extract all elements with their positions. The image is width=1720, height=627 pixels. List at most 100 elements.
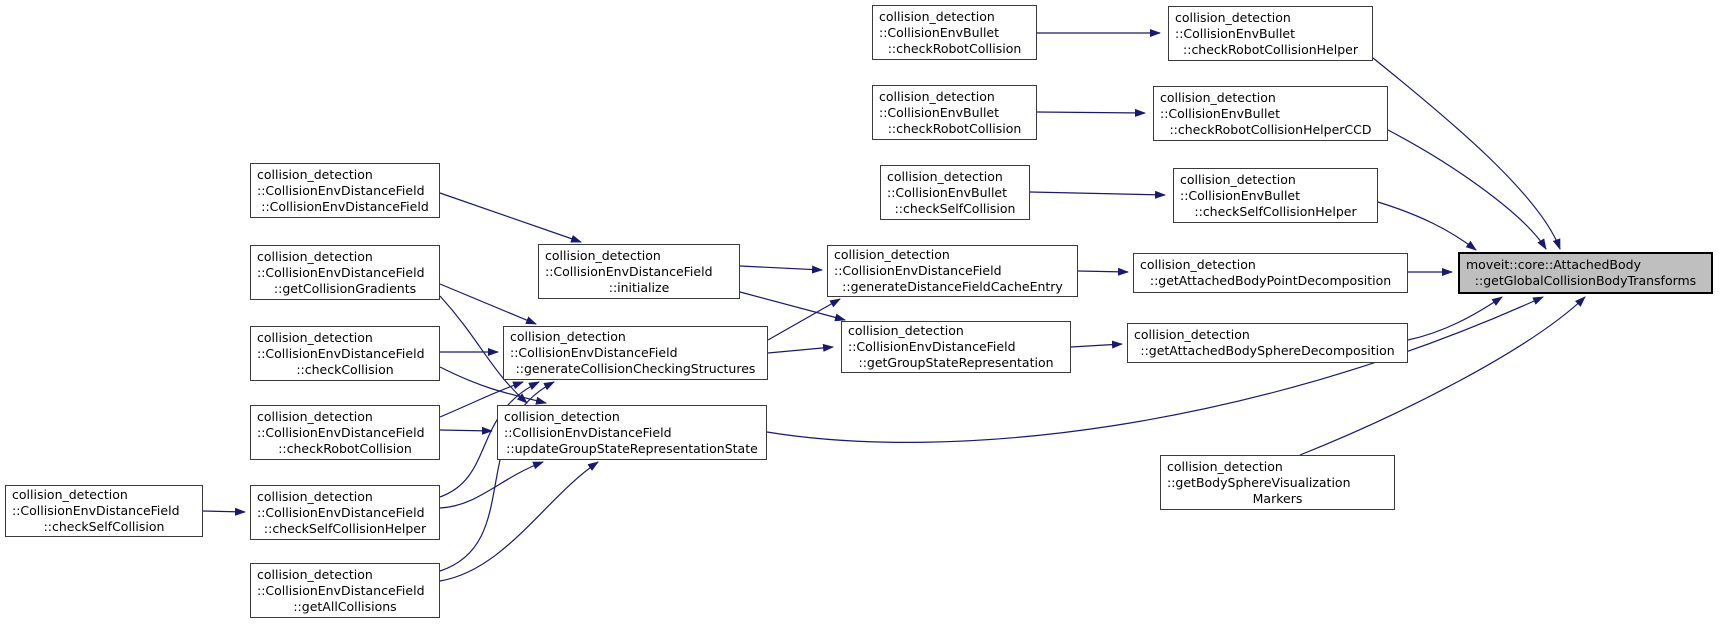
edge-getBodySphereVisualizationMarkers-to-getGlobalCollisionBodyTransforms	[1299, 296, 1586, 456]
node-label-line: collision_detection	[1167, 458, 1283, 474]
graph-node-df-checkRobotCollision[interactable]: collision_detection::CollisionEnvDistanc…	[250, 405, 440, 460]
node-label-line: ::checkSelfCollision	[894, 200, 1016, 216]
node-label-line: ::CollisionEnvBullet	[1175, 25, 1296, 41]
edge-bullet-checkRobotCollisionHelper-to-getGlobalCollisionBodyTransforms	[1372, 57, 1561, 250]
node-label-line: collision_detection	[1160, 89, 1276, 105]
graph-node-df-initialize[interactable]: collision_detection::CollisionEnvDistanc…	[538, 244, 740, 299]
node-label-line: ::CollisionEnvDistanceField	[257, 264, 425, 280]
graph-node-df-updateGroupStateRepresentationState[interactable]: collision_detection::CollisionEnvDistanc…	[497, 405, 767, 460]
node-label-line: ::checkRobotCollision	[278, 440, 412, 456]
node-label-line: ::CollisionEnvDistanceField	[848, 339, 1016, 354]
graph-node-getAttachedBodySphereDecomposition[interactable]: collision_detection::getAttachedBodySphe…	[1127, 323, 1408, 363]
node-label-line: collision_detection	[257, 329, 373, 345]
node-label-line: ::getCollisionGradients	[273, 280, 417, 296]
node-label-line: ::checkRobotCollision	[887, 120, 1022, 136]
edge-df-getAllCollisions-to-df-updateGroupStateRepresentationState	[439, 461, 599, 582]
edge-df-generateCollisionCheckingStructures-to-df-generateDistanceFieldCacheEntry	[767, 298, 841, 341]
graph-node-getGlobalCollisionBodyTransforms: moveit::core::AttachedBody::getGlobalCol…	[1458, 252, 1713, 294]
node-label-line: ::generateCollisionCheckingStructures	[515, 361, 756, 376]
graph-node-df-getAllCollisions[interactable]: collision_detection::CollisionEnvDistanc…	[250, 563, 440, 618]
graph-node-df-generateDistanceFieldCacheEntry[interactable]: collision_detection::CollisionEnvDistanc…	[827, 245, 1078, 297]
node-label-line: collision_detection	[834, 247, 950, 262]
edge-df-getAllCollisions-to-df-generateCollisionCheckingStructures	[439, 381, 555, 572]
edge-df-getCollisionGradients-to-df-generateCollisionCheckingStructures	[439, 283, 537, 325]
node-label-line: ::getAttachedBodyPointDecomposition	[1149, 273, 1392, 288]
edge-df-checkRobotCollision-to-df-updateGroupStateRepresentationState	[439, 426, 493, 435]
node-label-line: ::getGlobalCollisionBodyTransforms	[1474, 273, 1697, 288]
graph-node-df-checkSelfCollisionHelper[interactable]: collision_detection::CollisionEnvDistanc…	[250, 485, 440, 540]
edge-df-checkSelfCollision-to-df-checkSelfCollisionHelper	[202, 507, 246, 516]
edge-df-getCollisionGradients-to-df-updateGroupStateRepresentationState	[439, 295, 528, 404]
node-label-line: moveit::core::AttachedBody	[1466, 257, 1641, 272]
node-label-line: Markers	[1252, 490, 1303, 506]
node-label-line: ::CollisionEnvBullet	[879, 104, 1000, 120]
node-label-line: collision_detection	[257, 566, 373, 582]
graph-node-df-checkCollision[interactable]: collision_detection::CollisionEnvDistanc…	[250, 326, 440, 381]
edge-df-constructor-to-df-initialize	[439, 192, 582, 243]
graph-node-df-generateCollisionCheckingStructures[interactable]: collision_detection::CollisionEnvDistanc…	[503, 326, 768, 380]
node-label-line: ::checkRobotCollisionHelper	[1183, 41, 1358, 57]
node-label-line: collision_detection	[257, 408, 373, 424]
node-label-line: collision_detection	[1140, 257, 1256, 272]
node-label-line: ::CollisionEnvDistanceField	[834, 263, 1002, 278]
node-label-line: ::checkSelfCollisionHelper	[263, 520, 427, 536]
node-label-line: ::CollisionEnvBullet	[887, 184, 1008, 200]
graph-node-getBodySphereVisualizationMarkers[interactable]: collision_detection::getBodySphereVisual…	[1160, 455, 1395, 510]
graph-node-getAttachedBodyPointDecomposition[interactable]: collision_detection::getAttachedBodyPoin…	[1133, 253, 1408, 293]
edge-bullet-checkRobotCollisionHelperCCD-to-getGlobalCollisionBodyTransforms	[1387, 129, 1547, 250]
edge-bullet-checkSelfCollisionHelper-to-getGlobalCollisionBodyTransforms	[1377, 201, 1477, 251]
edge-df-checkSelfCollisionHelper-to-df-updateGroupStateRepresentationState	[439, 461, 544, 509]
node-label-line: collision_detection	[257, 248, 373, 264]
graph-node-df-getGroupStateRepresentation[interactable]: collision_detection::CollisionEnvDistanc…	[841, 321, 1071, 373]
node-label-line: ::initialize	[608, 279, 670, 295]
graph-node-df-getCollisionGradients[interactable]: collision_detection::CollisionEnvDistanc…	[250, 245, 440, 300]
node-label-line: ::getAllCollisions	[293, 598, 397, 614]
node-label-line: collision_detection	[848, 323, 964, 338]
graph-node-bullet-checkSelfCollision[interactable]: collision_detection::CollisionEnvBullet:…	[880, 165, 1030, 220]
edge-df-updateGroupStateRepresentationState-to-getGlobalCollisionBodyTransforms	[766, 296, 1544, 443]
edge-df-generateDistanceFieldCacheEntry-to-getAttachedBodyPointDecomposition	[1077, 267, 1129, 276]
node-label-line: ::checkCollision	[296, 361, 394, 377]
node-label-line: collision_detection	[1175, 9, 1291, 25]
edge-group	[202, 29, 1586, 582]
node-label-line: collision_detection	[879, 88, 995, 104]
node-label-line: ::checkRobotCollision	[887, 40, 1022, 56]
node-label-line: collision_detection	[504, 408, 620, 424]
graph-node-df-checkSelfCollision[interactable]: collision_detection::CollisionEnvDistanc…	[5, 485, 203, 537]
edge-bullet-checkSelfCollision-to-bullet-checkSelfCollisionHelper	[1029, 190, 1166, 199]
node-label-line: collision_detection	[1134, 327, 1250, 342]
graph-node-bullet-checkSelfCollisionHelper[interactable]: collision_detection::CollisionEnvBullet:…	[1173, 168, 1378, 223]
edge-df-generateCollisionCheckingStructures-to-df-getGroupStateRepresentation	[767, 343, 834, 354]
node-label-line: ::CollisionEnvDistanceField	[545, 263, 713, 279]
node-label-line: ::CollisionEnvDistanceField	[257, 182, 425, 198]
edge-getAttachedBodySphereDecomposition-to-getGlobalCollisionBodyTransforms	[1407, 296, 1503, 341]
node-label-line: collision_detection	[12, 487, 128, 502]
node-label-line: collision_detection	[257, 488, 373, 504]
node-label-line: ::CollisionEnvDistanceField	[257, 582, 425, 598]
graph-node-bullet-checkRobotCollisionHelper[interactable]: collision_detection::CollisionEnvBullet:…	[1168, 6, 1373, 61]
edge-df-checkSelfCollisionHelper-to-df-generateCollisionCheckingStructures	[439, 381, 540, 498]
node-label-line: collision_detection	[887, 168, 1003, 184]
edge-df-getGroupStateRepresentation-to-getAttachedBodySphereDecomposition	[1070, 340, 1123, 349]
node-label-line: ::CollisionEnvDistanceField	[257, 424, 425, 440]
node-label-line: ::getAttachedBodySphereDecomposition	[1140, 343, 1395, 358]
edge-df-initialize-to-df-getGroupStateRepresentation	[739, 291, 846, 322]
edge-df-checkRobotCollision-to-df-generateCollisionCheckingStructures	[439, 381, 524, 418]
node-label-line: ::CollisionEnvBullet	[1160, 105, 1281, 121]
graph-node-df-constructor[interactable]: collision_detection::CollisionEnvDistanc…	[250, 163, 440, 218]
node-label-line: ::updateGroupStateRepresentationState	[506, 440, 758, 456]
node-label-line: ::CollisionEnvDistanceField	[510, 345, 678, 360]
graph-node-bullet-checkRobotCollision-2[interactable]: collision_detection::CollisionEnvBullet:…	[872, 85, 1037, 140]
edge-bullet-checkRobotCollision-2-to-bullet-checkRobotCollisionHelperCCD	[1036, 108, 1146, 117]
node-label-line: ::CollisionEnvDistanceField	[261, 198, 429, 214]
graph-node-bullet-checkRobotCollision-1[interactable]: collision_detection::CollisionEnvBullet:…	[872, 5, 1037, 60]
node-label-line: ::CollisionEnvBullet	[879, 24, 1000, 40]
node-label-line: collision_detection	[257, 166, 373, 182]
node-label-line: ::checkSelfCollisionHelper	[1194, 203, 1357, 219]
node-label-line: ::CollisionEnvDistanceField	[504, 424, 672, 440]
node-label-line: ::CollisionEnvDistanceField	[257, 504, 425, 520]
graph-node-bullet-checkRobotCollisionHelperCCD[interactable]: collision_detection::CollisionEnvBullet:…	[1153, 86, 1388, 141]
edge-df-initialize-to-df-generateDistanceFieldCacheEntry	[739, 265, 823, 274]
node-label-line: ::checkSelfCollision	[43, 519, 165, 534]
